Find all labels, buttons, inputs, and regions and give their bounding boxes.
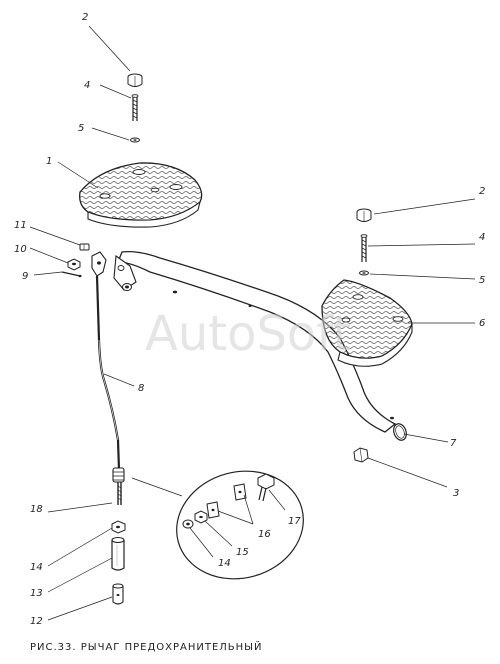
callout-4-right: 4 [479,232,485,243]
washer-14-detail [182,519,194,529]
washer-right [359,270,369,276]
screw-top-left [131,94,139,121]
detail-callout [131,470,304,580]
callout-6: 6 [479,318,485,329]
watermark: AutoSoft [145,306,351,362]
plate-16b [206,501,220,519]
nut-3 [353,447,369,463]
nut-14 [111,520,126,534]
callout-3: 3 [453,488,459,499]
pedal-pad-left [79,162,203,228]
clip-11 [79,243,90,251]
pin-12 [112,583,124,605]
callout-16: 16 [258,529,271,540]
figure-caption: РИС.33. РЫЧАГ ПРЕДОХРАНИТЕЛЬНЫЙ [30,640,262,653]
callout-2-top-left: 2 [82,12,88,23]
callout-12: 12 [30,616,43,627]
sleeve-13 [111,536,125,571]
callout-4-top-left: 4 [84,80,90,91]
callout-14-detail: 14 [218,558,231,569]
pedal-pad-right [321,279,413,367]
callout-2-right: 2 [479,186,485,197]
callout-11: 11 [14,220,27,231]
callout-17: 17 [288,516,301,527]
tensioner-18 [112,467,125,505]
callout-1: 1 [46,156,52,167]
callout-9: 9 [22,271,28,282]
plate-16a [233,483,247,501]
bolt-17 [257,473,275,502]
callout-13: 13 [30,588,43,599]
bolt-head-right [356,208,372,222]
callout-5-top-left: 5 [78,123,84,134]
callout-14-left: 14 [30,562,43,573]
leader-lines [29,25,476,621]
nut-15 [194,510,208,524]
nut-10 [67,258,81,271]
callout-18: 18 [30,504,43,515]
cable-8 [91,251,121,471]
pin-9 [61,271,82,278]
callout-5-right: 5 [479,275,485,286]
screw-right [360,234,368,262]
callout-8: 8 [138,383,144,394]
bolt-head-top-left [127,73,143,87]
washer-top-left [130,137,140,143]
callout-7: 7 [450,438,457,449]
callout-15: 15 [236,547,249,558]
callout-10: 10 [14,244,27,255]
